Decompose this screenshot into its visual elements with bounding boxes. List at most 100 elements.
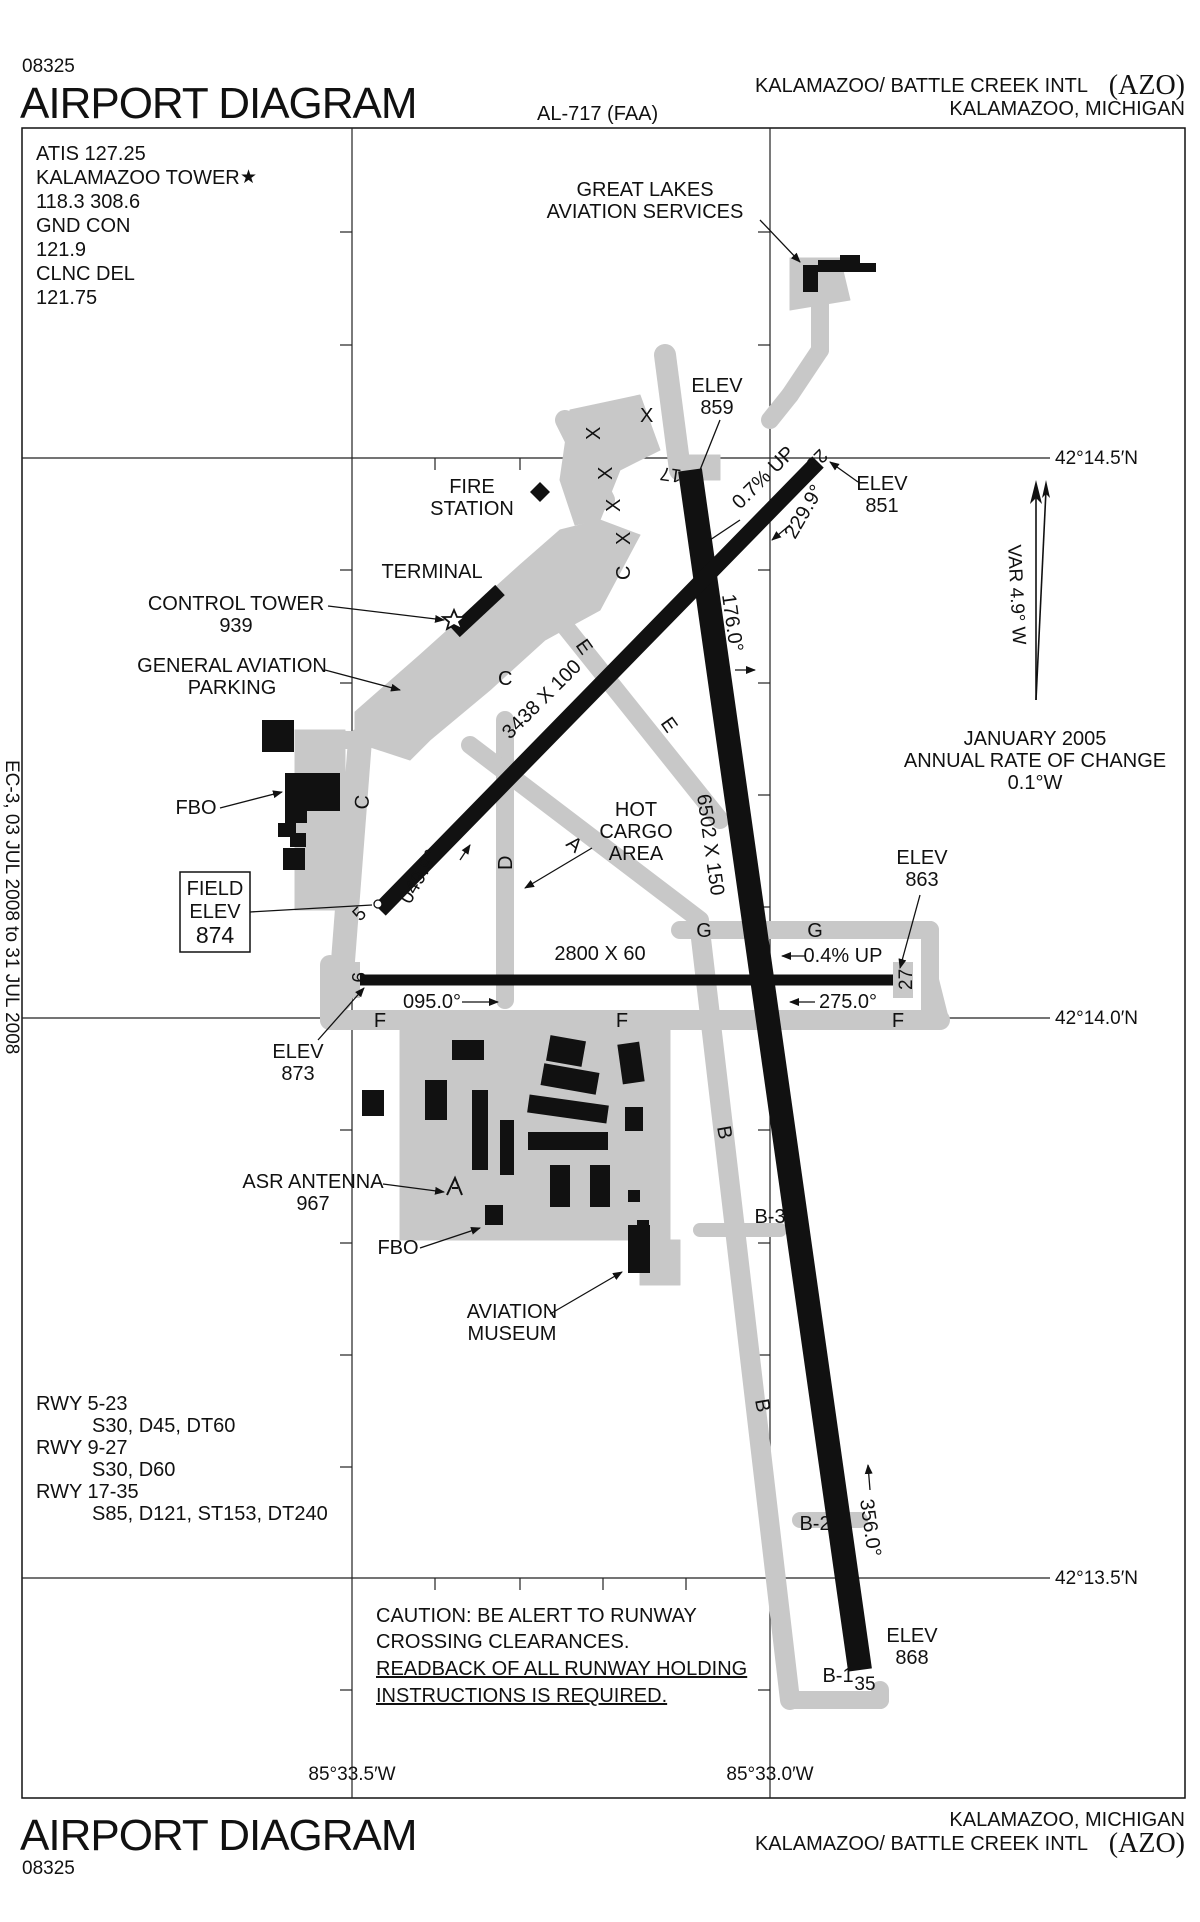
airport-name-top: KALAMAZOO/ BATTLE CREEK INTL	[755, 75, 1088, 97]
elev-9-word: ELEV	[272, 1041, 324, 1063]
terminal-apron	[354, 519, 641, 761]
caution-note: CAUTION: BE ALERT TO RUNWAY CROSSING CLE…	[376, 1605, 747, 1707]
hdg-356: 356.0°	[855, 1498, 885, 1559]
chart-frame	[21, 127, 1186, 1799]
lat-mid: 42°14.0′N	[1055, 1008, 1138, 1029]
hdg-275: 275.0°	[819, 991, 877, 1013]
strength-2: S30, D45, DT60	[92, 1415, 235, 1437]
chart-title-bottom: AIRPORT DIAGRAM	[20, 1811, 417, 1860]
runway-17-35	[678, 468, 872, 1672]
elev-23-val: 851	[865, 495, 898, 517]
twy-x-3: X	[595, 467, 617, 480]
strength-5: RWY 17-35	[36, 1481, 139, 1503]
fbo-south-label: FBO	[377, 1237, 418, 1259]
caution-4: INSTRUCTIONS IS REQUIRED.	[376, 1685, 667, 1707]
twy-g-2: G	[807, 920, 823, 942]
true-north-icon	[1030, 480, 1042, 504]
twy-b-2: B	[750, 1397, 774, 1414]
tower-2: 939	[219, 615, 252, 637]
twy-c-1: C	[613, 566, 635, 580]
slope-27: 0.4% UP	[804, 945, 883, 967]
var-text: VAR 4.9° W	[1003, 544, 1029, 645]
twy-b3: B-3	[754, 1206, 785, 1228]
comm-line-4: GND CON	[36, 215, 130, 237]
hot-cargo-3: AREA	[609, 843, 664, 865]
strength-1: RWY 5-23	[36, 1393, 128, 1415]
fire-2: STATION	[430, 498, 514, 520]
north-arrow	[1030, 480, 1050, 701]
elev-9-val: 873	[281, 1063, 314, 1085]
twy-c-3: C	[351, 794, 374, 810]
fbo-west-1	[262, 720, 294, 752]
comm-line-7: 121.75	[36, 287, 97, 309]
dim-17-35: 6502 X 150	[692, 793, 728, 897]
lon-left: 85°33.5′W	[308, 1764, 395, 1785]
rwy-9-number: 9	[347, 972, 368, 983]
asr-2: 967	[296, 1193, 329, 1215]
control-tower-symbol	[440, 607, 468, 631]
city-state-bottom: KALAMAZOO, MICHIGAN	[949, 1809, 1185, 1831]
twy-b-1: B	[712, 1124, 736, 1141]
elev-35-val: 868	[895, 1647, 928, 1669]
field-elev-1: FIELD	[187, 878, 244, 900]
jan-1: JANUARY 2005	[964, 728, 1107, 750]
chart-title-top: AIRPORT DIAGRAM	[20, 79, 417, 128]
twy-f-3: F	[892, 1010, 904, 1032]
hdg-095: 095.0°	[403, 991, 461, 1013]
aviation-museum	[628, 1225, 650, 1273]
runway-5-23	[374, 456, 824, 916]
airport-id-bottom: (AZO)	[1109, 1828, 1185, 1859]
comms-block: ATIS 127.25 KALAMAZOO TOWER ★ 118.3 308.…	[36, 143, 257, 309]
chart-code-bottom: 08325	[22, 1858, 75, 1879]
terminal-label: TERMINAL	[381, 561, 482, 583]
twy-x-1: X	[640, 405, 653, 427]
jan-3: 0.1°W	[1008, 772, 1063, 794]
dim-9-27: 2800 X 60	[554, 943, 645, 965]
rwy-27-number: 27	[896, 969, 917, 990]
proc-id: AL-717 (FAA)	[537, 103, 658, 125]
twy-b1: B-1	[822, 1665, 853, 1687]
comm-line-2: KALAMAZOO TOWER	[36, 167, 240, 189]
star-icon: ★	[240, 167, 257, 188]
caution-3: READBACK OF ALL RUNWAY HOLDING	[376, 1658, 747, 1680]
elev-23-word: ELEV	[856, 473, 908, 495]
rwy-17-number: 17	[659, 462, 683, 486]
twy-x-4: X	[603, 499, 625, 512]
twy-f-1: F	[374, 1010, 386, 1032]
asr-antenna-symbol	[446, 1175, 463, 1196]
lat-bot: 42°13.5′N	[1055, 1568, 1138, 1589]
twy-x-5: X	[613, 532, 635, 545]
asr-1: ASR ANTENNA	[242, 1171, 384, 1193]
rwy-35-number: 35	[854, 1674, 875, 1695]
field-elev-3: 874	[196, 922, 235, 948]
twy-d: D	[495, 856, 517, 870]
great-lakes-1: GREAT LAKES	[576, 179, 713, 201]
elev-17-word: ELEV	[691, 375, 743, 397]
elev-35-word: ELEV	[886, 1625, 938, 1647]
city-state-top: KALAMAZOO, MICHIGAN	[949, 98, 1185, 120]
strength-3: RWY 9-27	[36, 1437, 128, 1459]
side-text: EC-3, 03 JUL 2008 to 31 JUL 2008	[1, 760, 22, 1054]
lat-top: 42°14.5′N	[1055, 448, 1138, 469]
twy-x-2: X	[583, 427, 605, 440]
chart-code-top: 08325	[22, 56, 75, 77]
museum-1: AVIATION	[467, 1301, 557, 1323]
fire-1: FIRE	[449, 476, 495, 498]
ga-1: GENERAL AVIATION	[137, 655, 327, 677]
twy-c-2: C	[498, 668, 512, 690]
buildings	[262, 255, 876, 1273]
airport-name-bottom: KALAMAZOO/ BATTLE CREEK INTL	[755, 1833, 1088, 1855]
twy-f-2: F	[616, 1010, 628, 1032]
comm-line-5: 121.9	[36, 239, 86, 261]
caution-2: CROSSING CLEARANCES.	[376, 1631, 629, 1653]
runways	[360, 456, 900, 1672]
strength-6: S85, D121, ST153, DT240	[92, 1503, 328, 1525]
elev-17-val: 859	[700, 397, 733, 419]
strength-4: S30, D60	[92, 1459, 175, 1481]
museum-2: MUSEUM	[468, 1323, 557, 1345]
elev-27-word: ELEV	[896, 847, 948, 869]
great-lakes-building	[803, 255, 876, 292]
ga-2: PARKING	[188, 677, 277, 699]
airport-id-top: (AZO)	[1109, 70, 1185, 101]
